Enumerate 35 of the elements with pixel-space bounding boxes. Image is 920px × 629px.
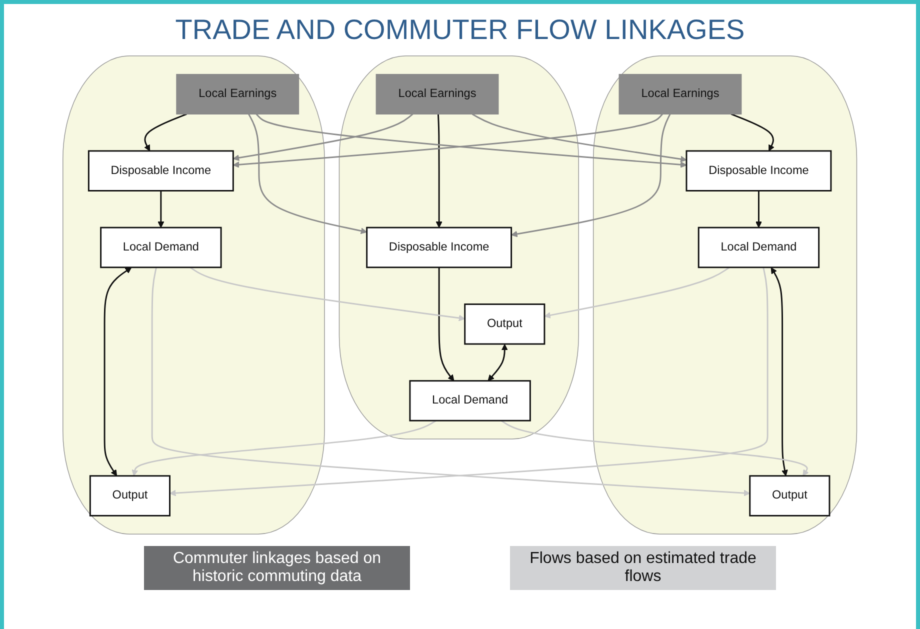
node-box: Local Earnings bbox=[176, 74, 300, 114]
arrow bbox=[488, 344, 508, 382]
arrow bbox=[731, 113, 775, 152]
node-box: Local Earnings bbox=[376, 74, 499, 114]
cluster bbox=[339, 56, 580, 440]
arrow bbox=[756, 190, 762, 228]
node-box: Output bbox=[464, 303, 546, 345]
arrow bbox=[233, 114, 414, 161]
arrow bbox=[771, 267, 788, 476]
arrow bbox=[104, 267, 132, 476]
arrow bbox=[511, 114, 671, 238]
arrow bbox=[132, 420, 437, 476]
cluster bbox=[593, 56, 858, 534]
legend-text: Commuter linkages based on historic commuting data bbox=[172, 550, 382, 585]
arrow bbox=[190, 266, 466, 322]
arrow bbox=[436, 114, 442, 228]
node-box: Disposable Income bbox=[686, 150, 832, 192]
node-box: Disposable Income bbox=[88, 150, 234, 192]
arrow bbox=[501, 420, 810, 476]
node-box: Output bbox=[749, 475, 830, 516]
arrow bbox=[144, 113, 188, 152]
legend-text: Flows based on estimated trade flows bbox=[530, 550, 756, 585]
arrow bbox=[472, 113, 687, 162]
node-box: Disposable Income bbox=[366, 226, 512, 268]
node-box: Local Demand bbox=[698, 226, 820, 268]
arrow bbox=[158, 190, 164, 228]
arrow bbox=[544, 266, 730, 318]
arrow bbox=[248, 114, 368, 234]
node-box: Local Demand bbox=[409, 380, 532, 422]
node-box: Local Demand bbox=[100, 226, 222, 268]
arrow bbox=[438, 267, 454, 382]
node-box: Output bbox=[90, 475, 171, 516]
diagram-title: TRADE AND COMMUTER FLOW LINKAGES bbox=[175, 14, 745, 46]
node-box: Local Earnings bbox=[618, 74, 742, 114]
cluster bbox=[62, 56, 326, 534]
